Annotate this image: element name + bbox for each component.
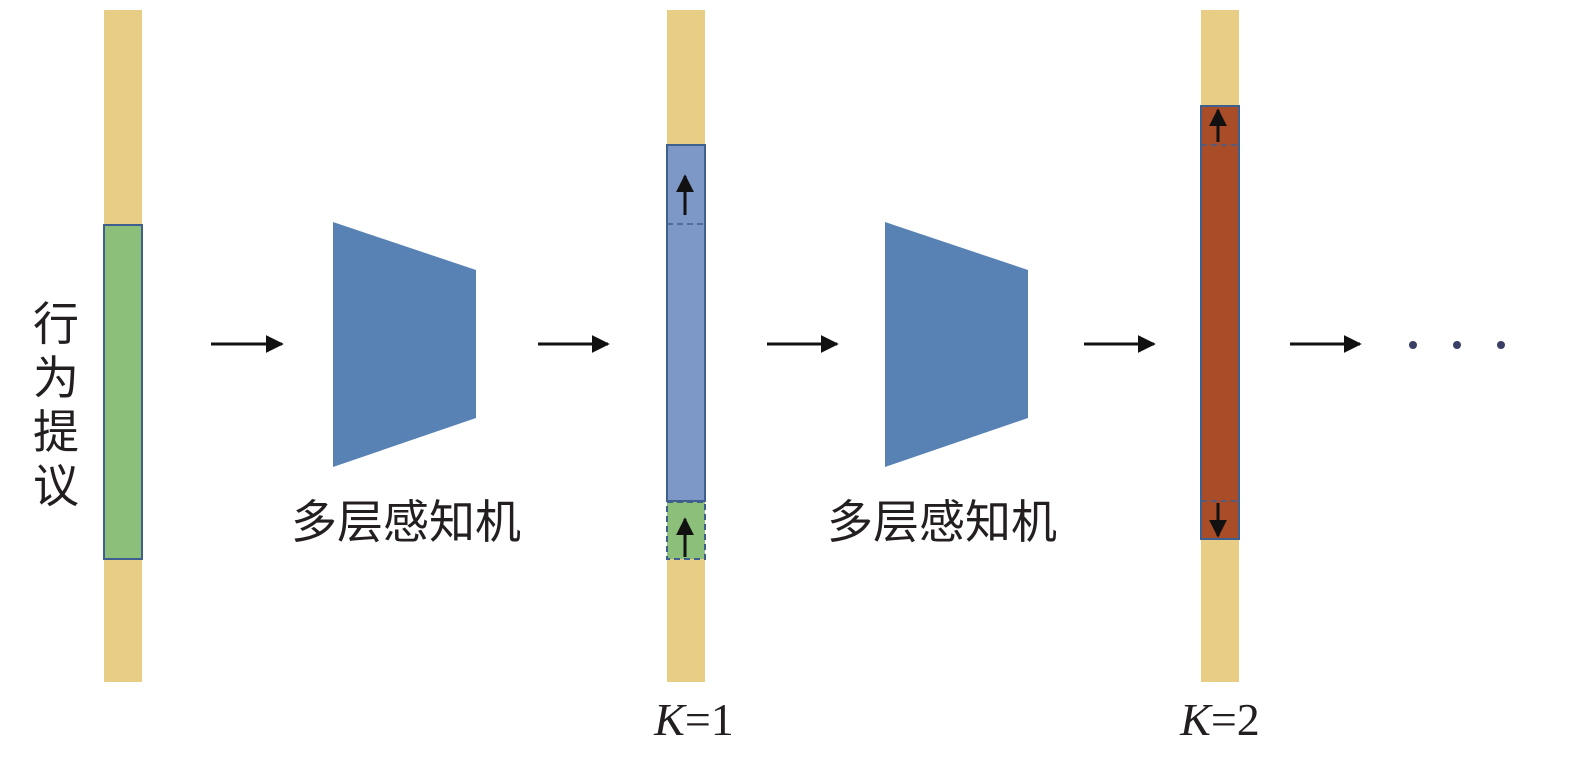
mlp-label-1: 多层感知机 [291,495,521,549]
refined-bar-k2 [1200,10,1240,682]
input-bar [103,10,143,682]
input-proposal-segment [103,224,143,560]
input-label-char-2: 为 [33,351,79,405]
k1-eq: =1 [685,694,734,745]
k2-eq: =2 [1211,694,1260,745]
input-label-char-1: 行 [33,297,79,351]
mlp-block-2 [885,222,1028,467]
input-label-char-4: 议 [33,459,79,513]
refined-bar-k1 [666,10,706,682]
k2-var: K [1179,694,1213,745]
ellipsis-dot-1 [1409,341,1417,349]
k2-label: K=2 [1179,694,1260,745]
mlp-label-2: 多层感知机 [827,495,1057,549]
ellipsis [1409,341,1505,349]
mlp-block-1 [333,222,476,467]
ellipsis-dot-3 [1497,341,1505,349]
input-label: 行 为 提 议 [33,297,79,513]
k1-var: K [653,694,687,745]
input-label-char-3: 提 [33,405,79,459]
k2-final-segment [1200,105,1240,540]
ellipsis-dot-2 [1453,341,1461,349]
k1-label: K=1 [653,694,734,745]
